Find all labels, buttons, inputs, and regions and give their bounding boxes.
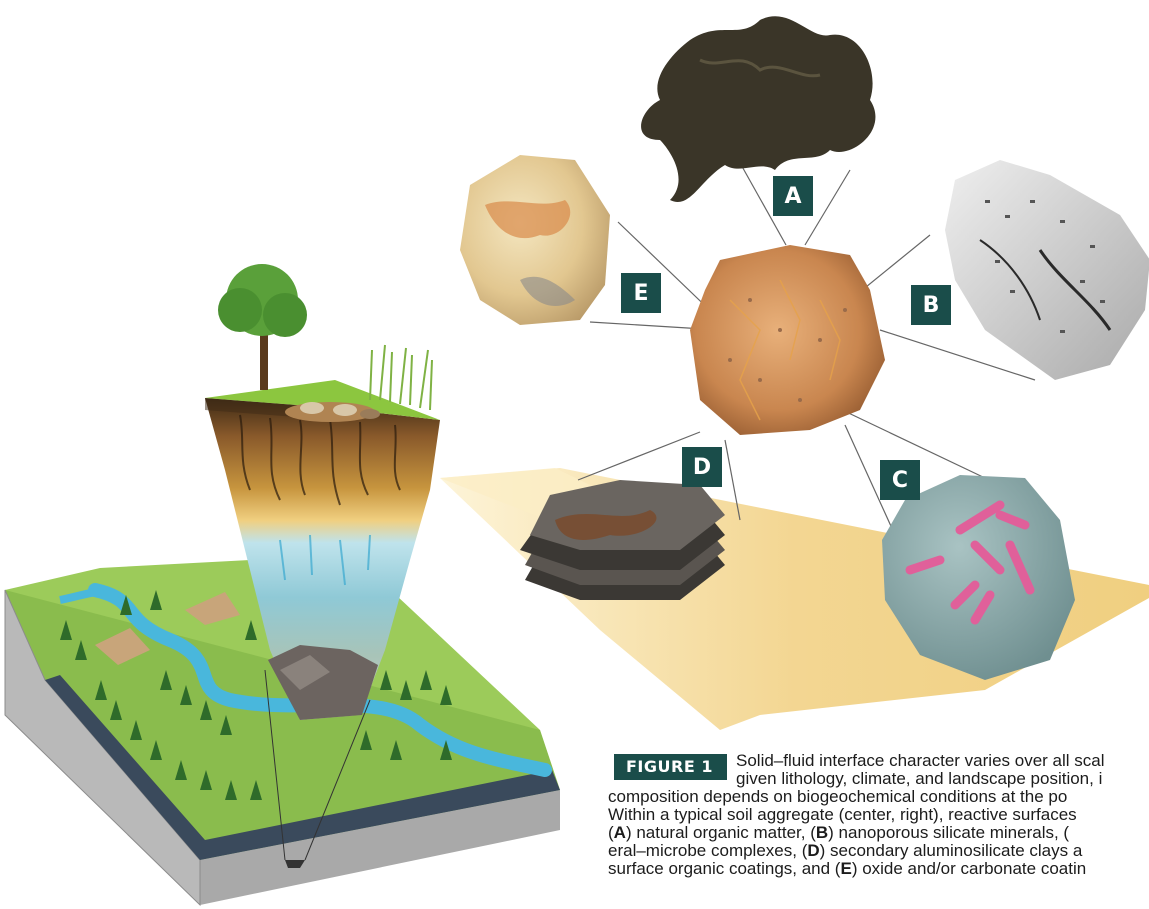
caption-line-4: Within a typical soil aggregate (center,… [608, 806, 1149, 824]
organic-matter [641, 16, 875, 202]
oxide-coating [460, 155, 610, 325]
caption-line-5: (A) natural organic matter, (B) nanoporo… [608, 824, 1149, 842]
caption-line-1: Solid–fluid interface character varies o… [736, 752, 1105, 770]
caption-line-2: given lithology, climate, and landscape … [736, 770, 1102, 788]
figure-caption: FIGURE 1 Solid–fluid interface character… [608, 752, 1149, 902]
soil-aggregate [690, 245, 885, 435]
caption-line-6: eral–microbe complexes, (D) secondary al… [608, 842, 1149, 860]
aluminosilicate-clays [520, 480, 725, 600]
figure-label: FIGURE 1 [614, 754, 727, 780]
label-C: C [880, 460, 920, 500]
label-D: D [682, 447, 722, 487]
label-B: B [911, 285, 951, 325]
label-A: A [773, 176, 813, 216]
caption-line-7: surface organic coatings, and (E) oxide … [608, 860, 1149, 878]
silicate-mineral [945, 160, 1149, 380]
caption-line-3: composition depends on biogeochemical co… [608, 788, 1149, 806]
label-E: E [621, 273, 661, 313]
